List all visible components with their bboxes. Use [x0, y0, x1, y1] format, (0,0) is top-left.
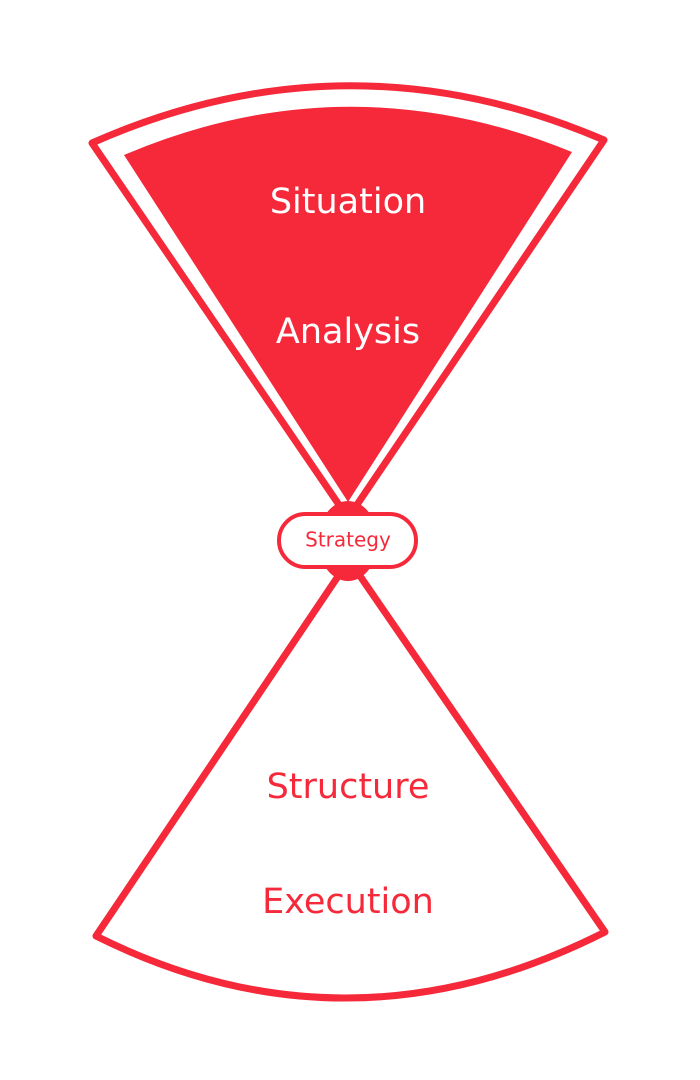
bottom-label-line-1: Structure	[267, 767, 430, 807]
strategy-pill	[277, 512, 418, 569]
top-funnel-outline	[88, 82, 608, 522]
top-label-line-1: Situation	[270, 182, 426, 222]
bottom-funnel-outline	[92, 556, 609, 1002]
bottom-label-line-2: Execution	[262, 882, 434, 922]
top-funnel-fill	[124, 106, 572, 502]
top-label-line-2: Analysis	[276, 312, 420, 352]
strategy-label: Strategy	[305, 528, 391, 552]
